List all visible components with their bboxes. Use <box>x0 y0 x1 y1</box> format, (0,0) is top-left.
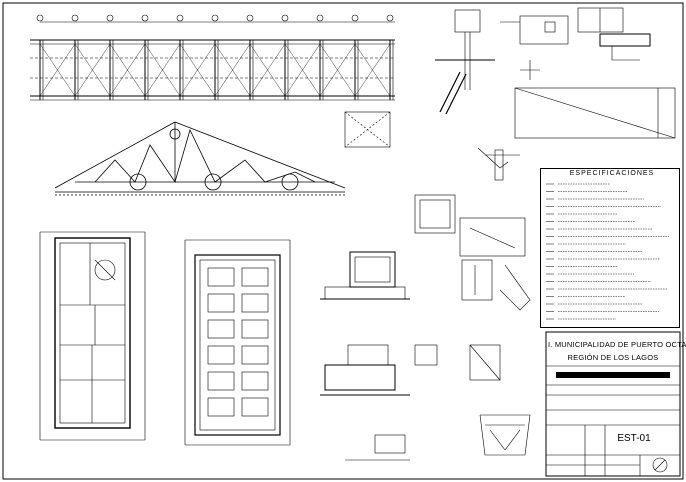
floor-plan <box>39 231 146 441</box>
specification-lines <box>546 183 669 320</box>
small-details <box>414 194 531 456</box>
truss-view <box>54 121 346 196</box>
footing-sections <box>320 251 410 461</box>
sheet-code: EST-01 <box>617 433 651 444</box>
specifications-box <box>540 168 680 328</box>
foundation-pads <box>207 267 269 417</box>
grid-bubbles <box>36 14 394 22</box>
north-arrow-icon <box>652 457 668 473</box>
foundation-plan <box>184 239 291 446</box>
elevation-columns <box>39 40 394 100</box>
elevation-view <box>30 14 395 101</box>
region-name: REGIÓN DE LOS LAGOS <box>567 353 659 362</box>
top-right-details <box>344 7 676 181</box>
specifications-title: ESPECIFICACIONES <box>569 170 655 177</box>
title-block <box>545 331 681 477</box>
owner-name: I. MUNICIPALIDAD DE PUERTO OCTAY <box>548 340 686 349</box>
